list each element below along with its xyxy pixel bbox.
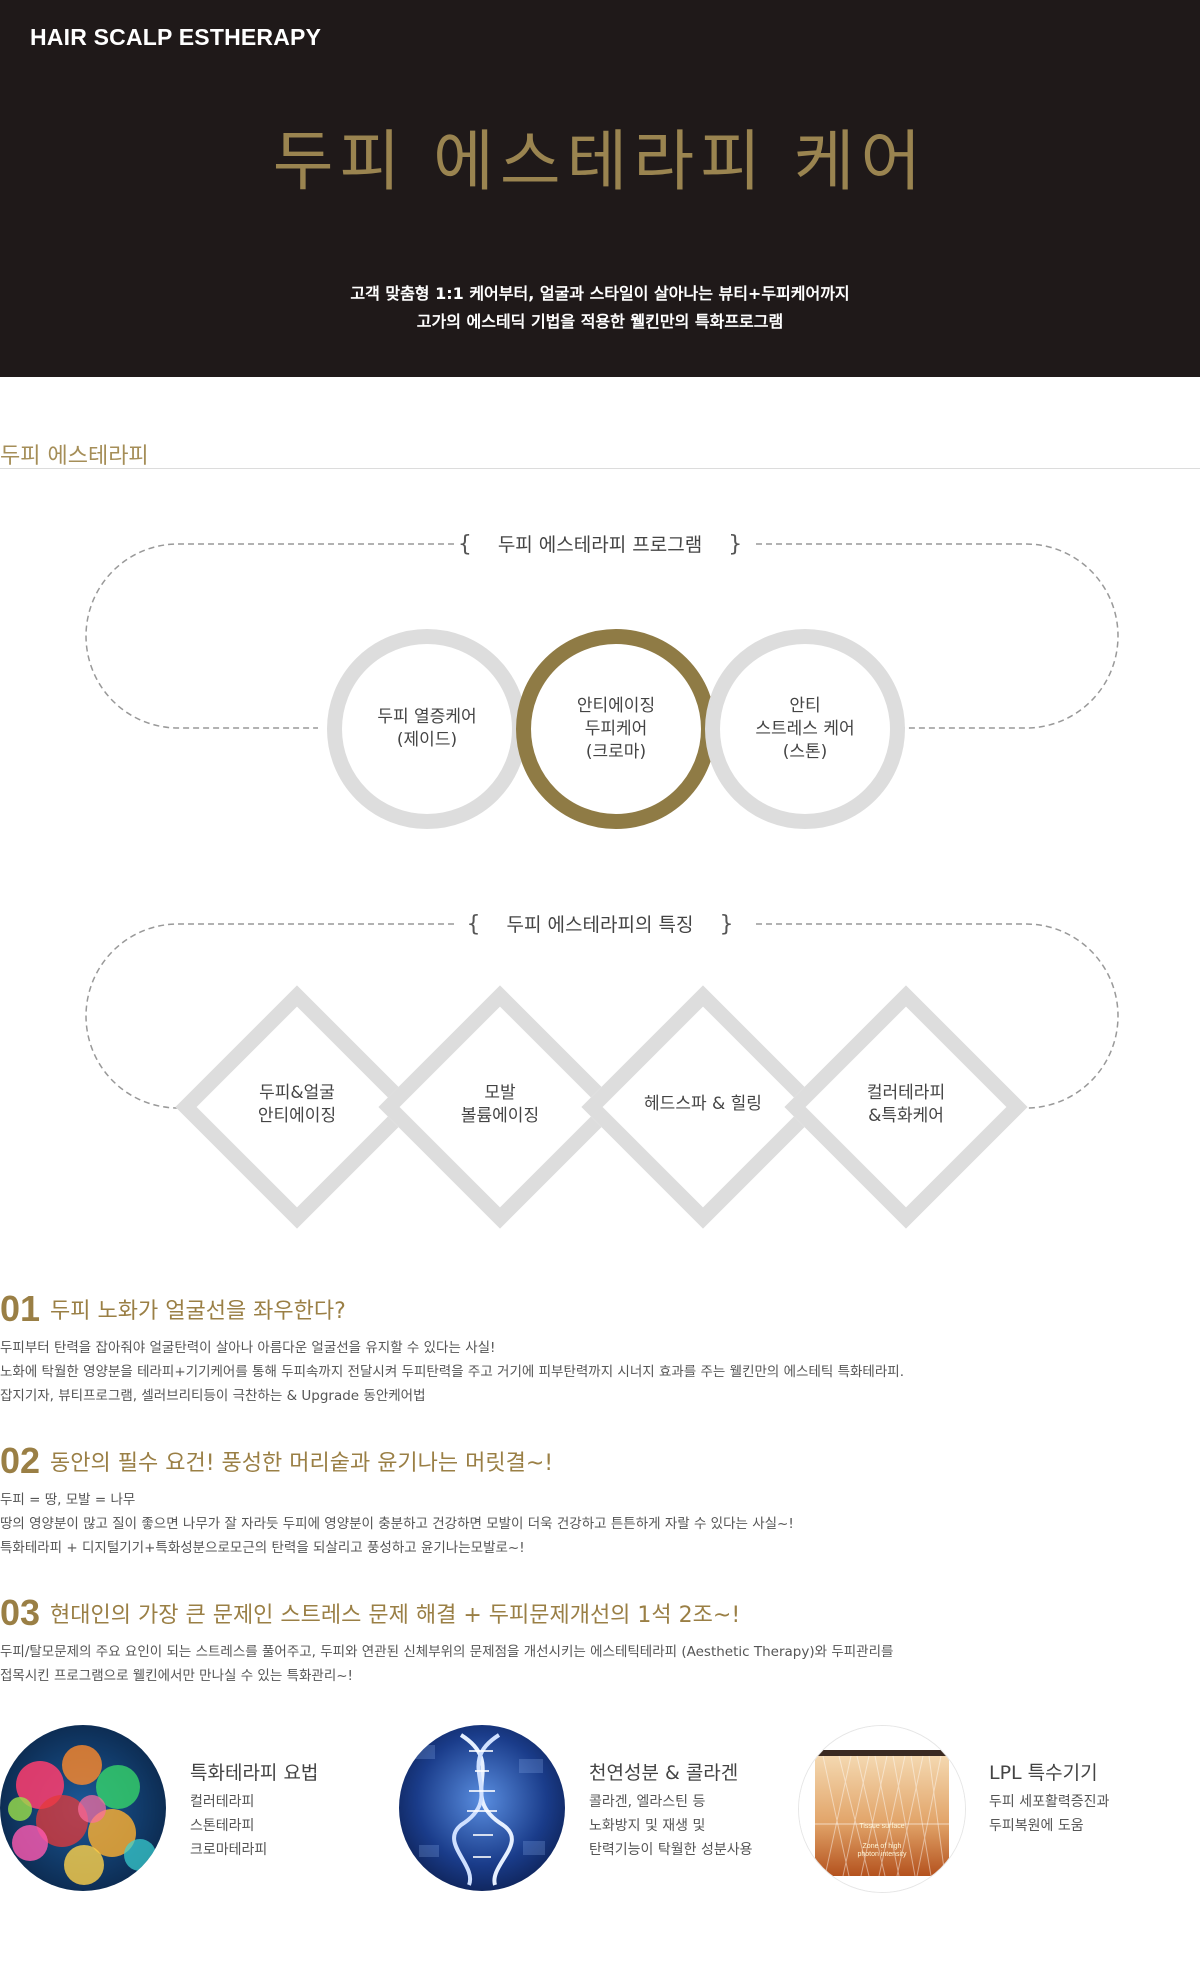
program-loop-border — [85, 543, 1119, 729]
bracket-open-icon: { — [466, 912, 481, 937]
point-body-line: 두피/탈모문제의 주요 요인이 되는 스트레스를 풀어주고, 두피와 연관된 신… — [0, 1644, 894, 1660]
bracket-close-icon: } — [728, 532, 743, 557]
card-1-text: 컬러테라피 스톤테라피 크로마테라피 — [190, 1790, 267, 1862]
feature-item-label: 볼륨에이징 — [460, 1106, 540, 1126]
program-section-title: { 두피 에스테라피 프로그램} — [0, 530, 1200, 557]
point-heading-text: 두피 노화가 얼굴선을 좌우한다? — [50, 1299, 346, 1324]
point-body-line: 노화에 탁월한 영양분을 테라피+기기케어를 통해 두피속까지 전달시켜 두피탄… — [0, 1364, 904, 1380]
point-body-line: 특화테라피 + 디지털기기+특화성분으로모근의 탄력을 되살리고 풍성하고 윤기… — [0, 1540, 525, 1556]
lpl-device-image: Tissue surface Zone of high photon inten… — [798, 1725, 966, 1893]
point-body-line: 잡지기자, 뷰티프로그램, 셀러브리티등이 극찬하는 & Upgrade 동안케… — [0, 1388, 426, 1404]
dna-image — [399, 1725, 565, 1891]
feature-item-label: 헤드스파 & 힐링 — [644, 1094, 762, 1114]
point-02-body: 두피 = 땅, 모발 = 나무 땅의 영양분이 많고 질이 좋으면 나무가 잘 … — [0, 1488, 1100, 1560]
card-text-line: 콜라겐, 엘라스틴 등 — [589, 1794, 706, 1810]
hero-banner: HAIR SCALP ESTHERAPY 두피 에스테라피 케어 고객 맞춤형 … — [0, 0, 1200, 377]
card-2-title: 천연성분 & 콜라겐 — [589, 1762, 739, 1784]
program-title-text: 두피 에스테라피 프로그램 — [497, 534, 703, 556]
point-number: 02 — [0, 1440, 41, 1481]
feature-item-color-therapy[interactable]: 컬러테라피 &특화케어 — [811, 1082, 1001, 1128]
card-text-line: 노화방지 및 재생 및 — [589, 1818, 706, 1834]
point-number: 01 — [0, 1288, 41, 1329]
program-item-label: (크로마) — [585, 741, 647, 762]
program-item-chroma[interactable]: 안티에이징 두피케어 (크로마) — [516, 629, 716, 829]
card-text-line: 탄력기능이 탁월한 성분사용 — [589, 1842, 753, 1858]
point-03-body: 두피/탈모문제의 주요 요인이 되는 스트레스를 풀어주고, 두피와 연관된 신… — [0, 1640, 1100, 1688]
card-text-line: 스톤테라피 — [190, 1818, 255, 1834]
program-item-label: 스트레스 케어 — [755, 718, 855, 739]
point-01-heading: 01 두피 노화가 얼굴선을 좌우한다? — [0, 1288, 346, 1330]
color-therapy-image — [0, 1725, 166, 1891]
point-01-body: 두피부터 탄력을 잡아줘야 얼굴탄력이 살아나 아름다운 얼굴선을 유지할 수 … — [0, 1336, 1100, 1408]
features-loop-border — [85, 923, 1119, 1109]
section-title: 두피 에스테라피 — [0, 444, 149, 469]
program-item-label: 안티 — [789, 695, 821, 716]
card-text-line: 컬러테라피 — [190, 1794, 255, 1810]
feature-item-anti-aging[interactable]: 두피&얼굴 안티에이징 — [202, 1082, 392, 1128]
point-body-line: 땅의 영양분이 많고 질이 좋으면 나무가 잘 자라듯 두피에 영양분이 충분하… — [0, 1516, 794, 1532]
feature-item-volume[interactable]: 모발 볼륨에이징 — [405, 1082, 595, 1128]
feature-item-label: 컬러테라피 — [866, 1083, 946, 1103]
card-text-line: 크로마테라피 — [190, 1842, 268, 1858]
card-3-title: LPL 특수기기 — [989, 1762, 1098, 1784]
feature-item-label: 모발 — [484, 1083, 516, 1103]
card-3-text: 두피 세포활력증진과 두피복원에 도움 — [989, 1790, 1109, 1838]
feature-item-label: 두피&얼굴 — [259, 1083, 335, 1103]
hero-title: 두피 에스테라피 케어 — [272, 123, 928, 200]
section-divider — [0, 468, 1200, 469]
program-item-label: 두피케어 — [584, 718, 648, 739]
feature-item-label: &특화케어 — [868, 1106, 944, 1126]
point-number: 03 — [0, 1592, 41, 1633]
brand-title: HAIR SCALP ESTHERAPY — [30, 24, 322, 50]
feature-item-label: 안티에이징 — [257, 1106, 337, 1126]
program-item-label: (스톤) — [782, 741, 828, 762]
point-heading-text: 현대인의 가장 큰 문제인 스트레스 문제 해결 + 두피문제개선의 1석 2조… — [50, 1603, 741, 1628]
point-body-line: 두피부터 탄력을 잡아줘야 얼굴탄력이 살아나 아름다운 얼굴선을 유지할 수 … — [0, 1340, 496, 1356]
features-section-title: { 두피 에스테라피의 특징} — [0, 910, 1200, 937]
lpl-image-label: Zone of high — [863, 1843, 902, 1850]
program-item-label: (제이드) — [396, 730, 458, 750]
card-2-text: 콜라겐, 엘라스틴 등 노화방지 및 재생 및 탄력기능이 탁월한 성분사용 — [589, 1790, 752, 1862]
program-item-jade[interactable]: 두피 열증케어 (제이드) — [327, 629, 527, 829]
card-text-line: 두피 세포활력증진과 — [989, 1794, 1110, 1810]
point-03-heading: 03 현대인의 가장 큰 문제인 스트레스 문제 해결 + 두피문제개선의 1석 … — [0, 1592, 740, 1634]
bracket-close-icon: } — [719, 912, 734, 937]
hero-subtitle-line-2: 고가의 에스테딕 기법을 적용한 웰킨만의 특화프로그램 — [416, 312, 784, 331]
lpl-image-label: Tissue surface — [859, 1823, 904, 1830]
point-02-heading: 02 동안의 필수 요건! 풍성한 머리숱과 윤기나는 머릿결~! — [0, 1440, 553, 1482]
bracket-open-icon: { — [457, 532, 472, 557]
point-body-line: 접목시킨 프로그램으로 웰킨에서만 만나실 수 있는 특화관리~! — [0, 1668, 353, 1684]
program-item-stone[interactable]: 안티 스트레스 케어 (스톤) — [705, 629, 905, 829]
card-1-title: 특화테라피 요법 — [190, 1762, 319, 1784]
card-text-line: 두피복원에 도움 — [989, 1818, 1084, 1834]
lpl-image-label: photon intensity — [857, 1851, 907, 1858]
point-heading-text: 동안의 필수 요건! 풍성한 머리숱과 윤기나는 머릿결~! — [50, 1451, 554, 1476]
program-item-label: 두피 열증케어 — [377, 707, 477, 727]
features-title-text: 두피 에스테라피의 특징 — [506, 914, 694, 936]
hero-subtitle-line-1: 고객 맞춤형 1:1 케어부터, 얼굴과 스타일이 살아나는 뷰티+두피케어까지 — [350, 284, 850, 303]
feature-item-head-spa[interactable]: 헤드스파 & 힐링 — [608, 1093, 798, 1116]
point-body-line: 두피 = 땅, 모발 = 나무 — [0, 1492, 136, 1508]
program-item-label: 안티에이징 — [576, 695, 656, 716]
